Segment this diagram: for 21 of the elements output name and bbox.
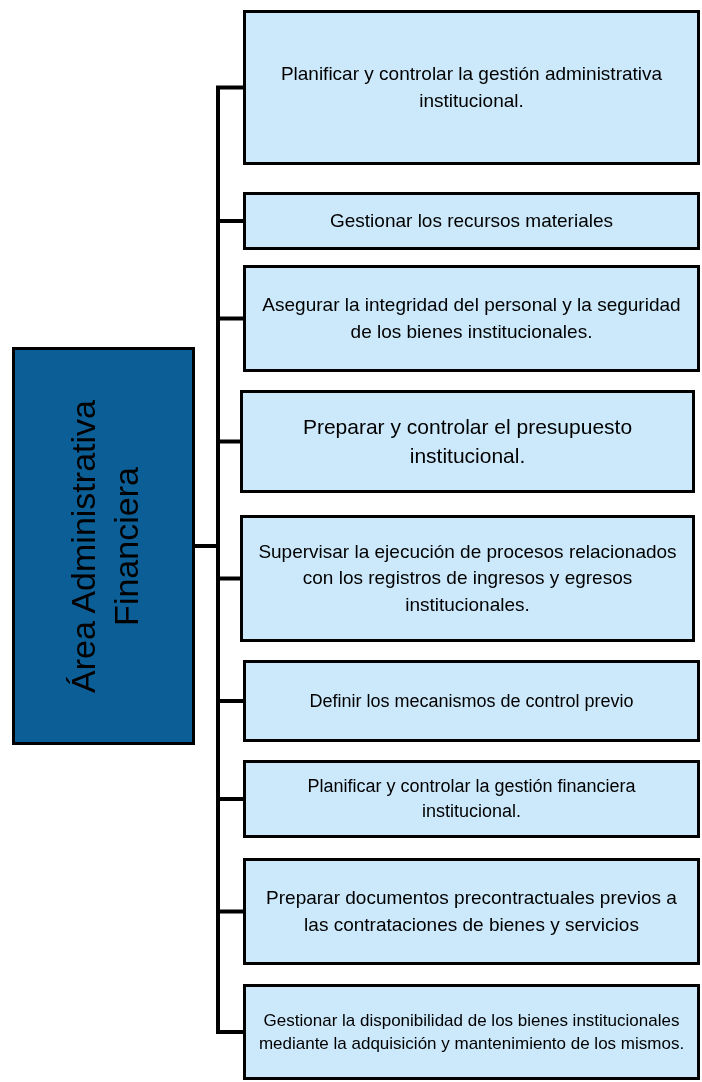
function-text: Gestionar la disponibilidad de los bienes institucionales mediante la adquisición y mantenimiento de los mismos.: [257, 1009, 686, 1055]
function-text: Asegurar la integridad del personal y la seguridad de los bienes institucionales.: [261, 293, 682, 344]
function-box: [240, 390, 695, 493]
function-box: [240, 515, 695, 642]
function-text: Preparar documentos precontractuales previos a las contrataciones de bienes y servicios: [265, 886, 678, 937]
function-box: [243, 760, 700, 838]
function-text: Preparar y controlar el presupuesto institucional.: [301, 413, 634, 469]
department-box: [12, 347, 195, 745]
department-title: Área Administrativa Financiera: [62, 398, 145, 695]
function-box: [243, 984, 700, 1080]
function-text: Definir los mecanismos de control previo: [308, 689, 635, 713]
function-text: Planificar y controlar la gestión administrativa institucional.: [279, 62, 664, 113]
function-box: [243, 192, 700, 250]
function-box: [243, 660, 700, 742]
function-text: Planificar y controlar la gestión financiera institucional.: [306, 775, 637, 823]
function-box: [243, 858, 700, 965]
function-text: Supervisar la ejecución de procesos relacionados con los registros de ingresos y egresos institucionales.: [257, 540, 678, 617]
function-text: Gestionar los recursos materiales: [329, 208, 614, 233]
function-box: [243, 10, 700, 165]
connector-line: [195, 544, 243, 1034]
function-box: [243, 265, 700, 372]
